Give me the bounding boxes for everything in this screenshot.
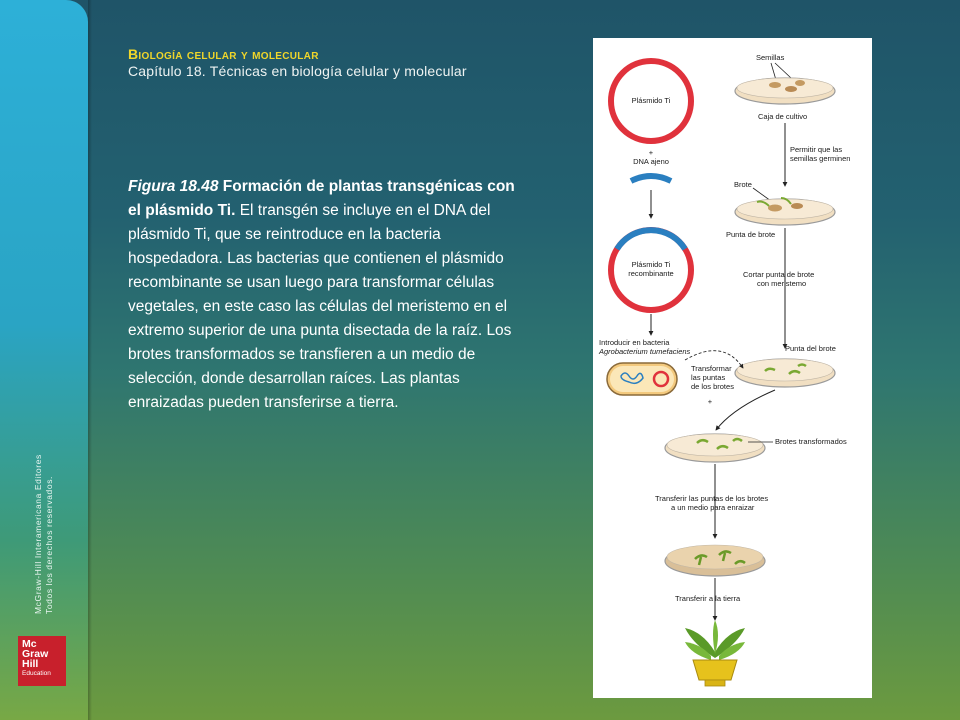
arrow-tips-to-transformed [715, 389, 776, 431]
inserted-dna-segment [614, 227, 688, 251]
plus-sign-2: + [708, 397, 713, 406]
transformed-shoot-3 [732, 437, 743, 443]
culture-dish-1-rim [736, 77, 834, 99]
shoot-tip-2-label: Punta del brote [785, 344, 836, 353]
transformed-shoot-1 [696, 439, 709, 444]
culture-dish-2-rim [736, 198, 834, 220]
recombinant-plasmid-label-1: Plásmido Ti [632, 260, 671, 269]
seed-2 [785, 86, 797, 92]
shoot-tip-label: Punta de brote [726, 230, 775, 239]
transfer-medium-label-2: a un medio para enraizar [671, 503, 755, 512]
logo-line-2: Graw [22, 648, 49, 660]
figure-description: El transgén se incluye en el DNA del plá… [128, 202, 512, 411]
logo-line-4: Education [22, 670, 51, 677]
sidebar-shadow [88, 0, 92, 720]
bacterial-chromosome [620, 372, 644, 385]
cut-shoot-tip-2 [788, 370, 801, 375]
shoot-label: Brote [734, 180, 752, 189]
ti-plasmid-label: Plásmido Ti [632, 96, 671, 105]
seed-3 [795, 80, 805, 86]
transform-label-1: Transformar [691, 364, 732, 373]
germinating-seed-1 [768, 204, 782, 212]
rooted-plantlet-1 [694, 554, 708, 566]
transform-label-3: de los brotes [691, 382, 734, 391]
chapter-title: Capítulo 18. Técnicas en biología celula… [128, 63, 467, 79]
plus-sign-1: + [649, 148, 654, 157]
slide-header: Biología celular y molecular Capítulo 18… [128, 46, 467, 79]
transfer-medium-label-1: Transferir las puntas de los brotes [655, 494, 768, 503]
cut-shoot-tip-3 [797, 363, 807, 368]
arrow-bacteria-to-tips [684, 350, 744, 369]
logo-line-3: Hill [22, 658, 39, 670]
figure-label: Figura 18.48 [128, 178, 219, 195]
foreign-dna-fragment [629, 173, 673, 184]
book-title: Biología celular y molecular [128, 46, 319, 62]
cut-tip-label-2: con meristemo [757, 279, 806, 288]
seed-1 [769, 82, 781, 88]
transform-label-2: las puntas [691, 373, 725, 382]
culture-dish-label: Caja de cultivo [758, 112, 807, 121]
cut-shoot-tip-1 [764, 367, 776, 372]
culture-dish-3-rim [736, 358, 834, 382]
germinate-label-1: Permitir que las [790, 145, 842, 154]
sprout-1 [756, 200, 770, 207]
bacteria-plasmid [652, 370, 670, 388]
shoot-pointer [752, 187, 772, 202]
culture-dish-5-rim [666, 544, 764, 570]
transformed-shoots-label: Brotes transformados [775, 437, 847, 446]
publisher-logo: Mc Graw Hill Education [18, 636, 66, 686]
transgenic-plant-diagram: Plásmido Ti + DNA ajeno Plásmido Ti reco… [593, 38, 872, 698]
seeds-pointer-2 [774, 62, 792, 79]
copyright-line-1: McGraw-Hill Interamericana Editores [33, 454, 43, 614]
seeds-label: Semillas [756, 53, 785, 62]
germinating-seed-2 [791, 203, 803, 209]
germinate-label-2: semillas germinen [790, 154, 850, 163]
foreign-dna-label: DNA ajeno [633, 157, 669, 166]
diagram-svg: Plásmido Ti + DNA ajeno Plásmido Ti reco… [598, 53, 850, 687]
copyright-line-2: Todos los derechos reservados. [44, 475, 54, 614]
introduce-bacteria-label-2: Agrobacterium tumefaciens [598, 347, 691, 356]
transfer-soil-label: Transferir a la tierra [675, 594, 741, 603]
rooted-plantlet-2 [718, 550, 732, 562]
ti-plasmid-ring [608, 58, 694, 144]
introduce-bacteria-label-1: Introducir en bacteria [599, 338, 670, 347]
sprout-2 [780, 197, 792, 205]
seeds-pointer-1 [770, 62, 777, 81]
potted-plant [685, 620, 745, 687]
logo-line-1: Mc [22, 638, 37, 650]
cut-tip-label-1: Cortar punta de brote [743, 270, 814, 279]
culture-dish-4-rim [666, 433, 764, 457]
figure-caption: Figura 18.48 Formación de plantas transg… [128, 175, 518, 415]
sidebar [0, 0, 88, 720]
figure-title: Formación de plantas transgénicas con el… [128, 178, 515, 219]
recombinant-plasmid-label-2: recombinante [628, 269, 673, 278]
copyright-notice: McGraw-Hill Interamericana Editores Todo… [33, 394, 55, 614]
rooted-plantlet-3 [734, 560, 746, 565]
transformed-shoot-2 [716, 445, 729, 450]
